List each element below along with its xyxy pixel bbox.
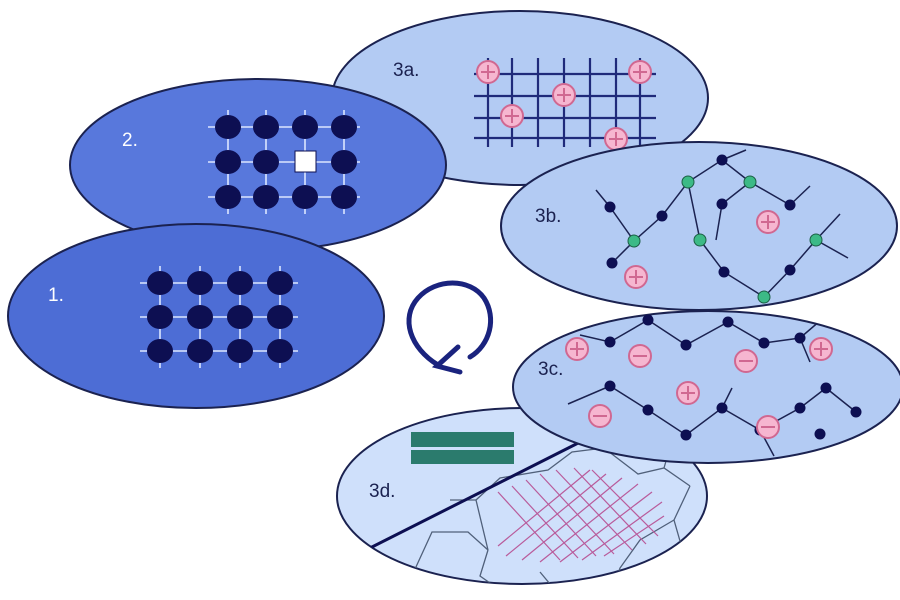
dark-atom-icon	[253, 115, 279, 139]
plus-ion-icon	[604, 127, 628, 151]
plus-ion-icon	[565, 337, 589, 361]
minus-ion-icon	[734, 349, 758, 373]
ions-3a	[476, 60, 652, 151]
green-nodes-3b	[627, 175, 823, 304]
plus-ion-icon	[676, 381, 700, 405]
dark-atom-icon	[716, 154, 728, 166]
dark-atom-icon	[784, 264, 796, 276]
dark-atom-icon	[187, 339, 213, 363]
dark-atom-icon	[227, 339, 253, 363]
green-node-icon	[693, 233, 707, 247]
dark-atom-icon	[784, 199, 796, 211]
dark-atom-icon	[253, 185, 279, 209]
green-node-icon	[681, 175, 695, 189]
panel-3c: 3c.	[512, 310, 900, 464]
panel-label-1: 1.	[48, 285, 64, 306]
plus-ion-icon	[628, 60, 652, 84]
plus-ion-icon	[624, 265, 648, 289]
dark-atom-icon	[656, 210, 668, 222]
dark-atom-icon	[215, 115, 241, 139]
vacancy-icon	[294, 150, 317, 173]
dark-atom-icon	[147, 271, 173, 295]
dark-atom-icon	[642, 404, 654, 416]
atoms-2	[215, 115, 357, 209]
dark-atom-icon	[794, 402, 806, 414]
dark-atom-icon	[147, 305, 173, 329]
dark-atom-icon	[267, 339, 293, 363]
green-node-icon	[743, 175, 757, 189]
panel-3b: 3b.	[500, 141, 898, 311]
panel-label-3c: 3c.	[538, 359, 563, 380]
dark-atom-icon	[680, 429, 692, 441]
dark-atom-icon	[331, 150, 357, 174]
chain-atoms-3c	[604, 314, 862, 441]
dark-atom-icon	[331, 115, 357, 139]
dark-atom-icon	[292, 115, 318, 139]
green-node-icon	[809, 233, 823, 247]
dark-atom-icon	[814, 428, 826, 440]
dark-atom-icon	[187, 271, 213, 295]
dark-atom-icon	[718, 266, 730, 278]
dark-atom-icon	[722, 316, 734, 328]
boundary-line	[369, 430, 601, 550]
panel-label-3d: 3d.	[369, 481, 395, 502]
dark-atom-icon	[215, 185, 241, 209]
dark-atom-icon	[267, 305, 293, 329]
dark-atom-icon	[820, 382, 832, 394]
chain-atoms-3b	[604, 154, 796, 278]
dark-atom-icon	[604, 380, 616, 392]
dark-atom-icon	[147, 339, 173, 363]
panel-label-3a: 3a.	[393, 60, 419, 81]
panel-2: 2.	[69, 78, 447, 252]
dark-atom-icon	[680, 339, 692, 351]
plus-ion-icon	[552, 83, 576, 107]
dark-atom-icon	[227, 305, 253, 329]
green-node-icon	[627, 234, 641, 248]
dark-atom-icon	[716, 198, 728, 210]
dark-atom-icon	[292, 185, 318, 209]
dark-atom-icon	[331, 185, 357, 209]
plus-ion-icon	[756, 210, 780, 234]
dark-atom-icon	[604, 201, 616, 213]
panel-label-3b: 3b.	[535, 206, 561, 227]
dark-atom-icon	[794, 332, 806, 344]
plus-ion-icon	[809, 337, 833, 361]
dark-atom-icon	[227, 271, 253, 295]
dark-atom-icon	[215, 150, 241, 174]
panel-label-2: 2.	[122, 130, 138, 151]
coating-bar-icon	[411, 432, 514, 464]
plus-ion-icon	[500, 104, 524, 128]
cycle-arrow-icon	[406, 280, 494, 375]
dark-atom-icon	[604, 336, 616, 348]
dark-atom-icon	[850, 406, 862, 418]
dark-atom-icon	[758, 337, 770, 349]
minus-ion-icon	[628, 344, 652, 368]
dark-atom-icon	[253, 150, 279, 174]
panel-1: 1.	[7, 223, 385, 409]
dark-atom-icon	[606, 257, 618, 269]
dark-atom-icon	[716, 402, 728, 414]
minus-ion-icon	[756, 415, 780, 439]
panel-3d: 3d.	[336, 407, 708, 585]
plus-ion-icon	[476, 60, 500, 84]
minus-ion-icon	[588, 404, 612, 428]
atoms-1	[147, 271, 293, 363]
dark-atom-icon	[267, 271, 293, 295]
dark-atom-icon	[642, 314, 654, 326]
mesh-region	[497, 467, 665, 563]
dark-atom-icon	[187, 305, 213, 329]
green-node-icon	[757, 290, 771, 304]
